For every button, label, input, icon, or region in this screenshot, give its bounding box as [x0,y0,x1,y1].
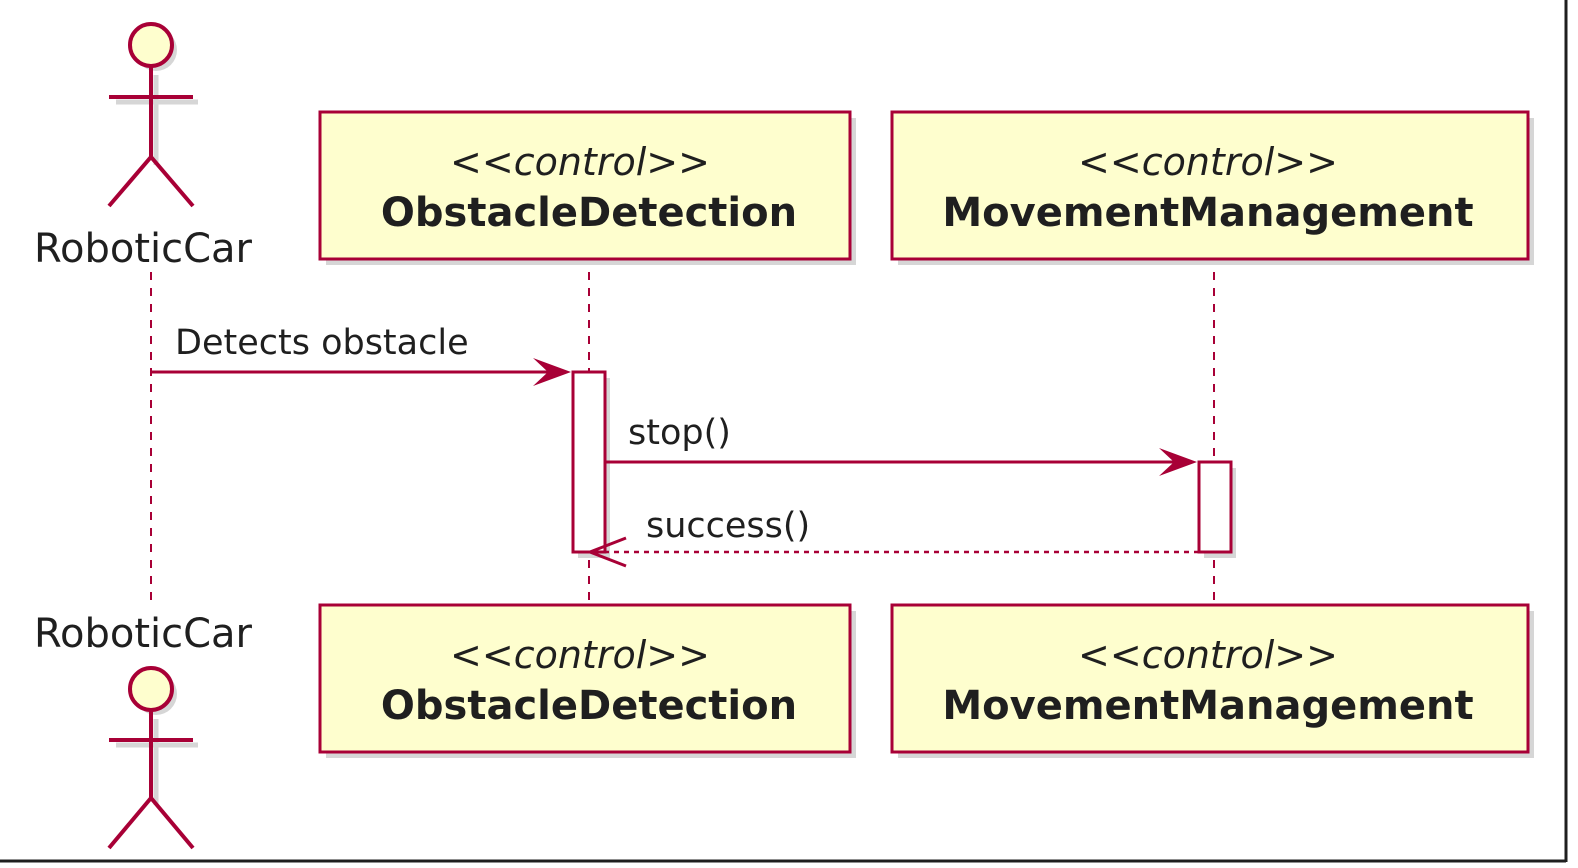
actor-name-bottom: RoboticCar [34,611,253,657]
activation-obstacledetection [571,370,610,558]
participant-obstacledetection-top: <<control>> ObstacleDetection [318,110,856,265]
message-detects-obstacle: Detects obstacle [151,323,571,386]
stereotype-label: <<control>> [1078,633,1338,677]
participant-movementmanagement-bottom: <<control>> MovementManagement [890,603,1534,758]
stereotype-label: <<control>> [1078,140,1338,184]
message-success: success() [585,506,1199,568]
message-stop: stop() [605,413,1197,476]
actor-head-icon [128,666,174,712]
actor-head-icon [128,22,174,68]
actor-top: RoboticCar [34,22,253,272]
actor-figure-bottom [107,666,198,850]
actor-figure-top [107,22,198,208]
participant-name: ObstacleDetection [381,683,797,729]
participant-movementmanagement-top: <<control>> MovementManagement [890,110,1534,265]
arrow-head-icon [533,358,571,386]
participant-name: MovementManagement [942,683,1473,729]
actor-bottom: RoboticCar [34,611,253,850]
message-label: success() [646,506,810,546]
stereotype-label: <<control>> [450,633,710,677]
participant-obstacledetection-bottom: <<control>> ObstacleDetection [318,603,856,758]
open-arrow-head-icon [585,536,627,568]
message-label: stop() [628,413,731,453]
arrow-head-icon [1159,448,1197,476]
message-label: Detects obstacle [175,323,469,363]
participant-name: MovementManagement [942,190,1473,236]
activation-movementmanagement [1197,460,1236,558]
participant-name: ObstacleDetection [381,190,797,236]
actor-name-top: RoboticCar [34,226,253,272]
stereotype-label: <<control>> [450,140,710,184]
